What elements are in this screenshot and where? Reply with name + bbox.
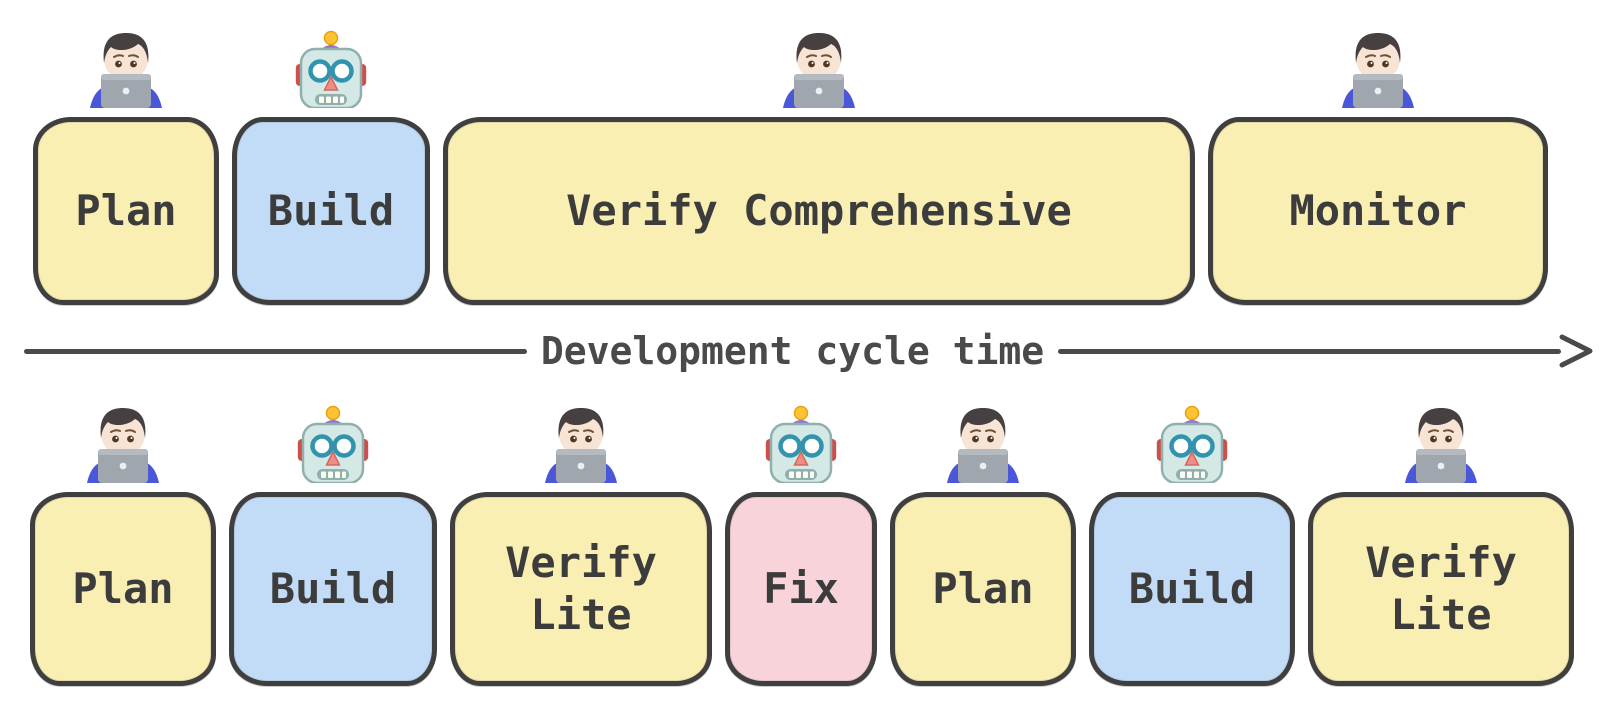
- robot-icon: [295, 30, 367, 108]
- stage-box-build-1: Build: [229, 492, 437, 686]
- axis-line-right: [1058, 348, 1562, 354]
- robot-icon: [1156, 405, 1228, 483]
- stage-build-2: Build: [1089, 405, 1295, 686]
- technologist-icon: [782, 32, 856, 108]
- stage-verify-lite-1: Verify Lite: [450, 403, 712, 686]
- stage-box-build: Build: [232, 117, 430, 305]
- stage-box-build-2: Build: [1089, 492, 1295, 686]
- stage-box-verify-lite-2: Verify Lite: [1308, 492, 1574, 686]
- top-row: Plan Build Verify Comprehensive Monitor: [0, 0, 1620, 305]
- stage-box-verify-lite-1: Verify Lite: [450, 492, 712, 686]
- stage-build-1: Build: [229, 405, 437, 686]
- technologist-icon: [1341, 32, 1415, 108]
- robot-icon: [765, 405, 837, 483]
- stage-plan-2: Plan: [890, 403, 1076, 686]
- stage-box-verify-comprehensive: Verify Comprehensive: [443, 117, 1195, 305]
- stage-build-top: Build: [232, 30, 430, 305]
- stage-box-plan-1: Plan: [30, 492, 216, 686]
- technologist-icon: [946, 407, 1020, 483]
- stage-box-plan-2: Plan: [890, 492, 1076, 686]
- technologist-icon: [89, 32, 163, 108]
- technologist-icon: [544, 407, 618, 483]
- stage-fix: Fix: [725, 405, 877, 686]
- technologist-icon: [86, 407, 160, 483]
- robot-icon: [297, 405, 369, 483]
- stage-box-plan: Plan: [33, 117, 219, 305]
- stage-verify-comprehensive: Verify Comprehensive: [443, 28, 1195, 305]
- bottom-row: Plan Build Verify Lite Fix Plan Build Ve…: [0, 397, 1620, 686]
- stage-box-fix: Fix: [725, 492, 877, 686]
- stage-box-monitor: Monitor: [1208, 117, 1548, 305]
- axis-line-left: [24, 348, 527, 354]
- stage-monitor: Monitor: [1208, 28, 1548, 305]
- stage-plan-1: Plan: [30, 403, 216, 686]
- stage-plan-top: Plan: [33, 28, 219, 305]
- axis-label: Development cycle time: [540, 329, 1045, 373]
- stage-verify-lite-2: Verify Lite: [1308, 403, 1574, 686]
- development-time-axis: Development cycle time: [0, 305, 1620, 397]
- arrowhead-icon: [1559, 334, 1593, 368]
- technologist-icon: [1404, 407, 1478, 483]
